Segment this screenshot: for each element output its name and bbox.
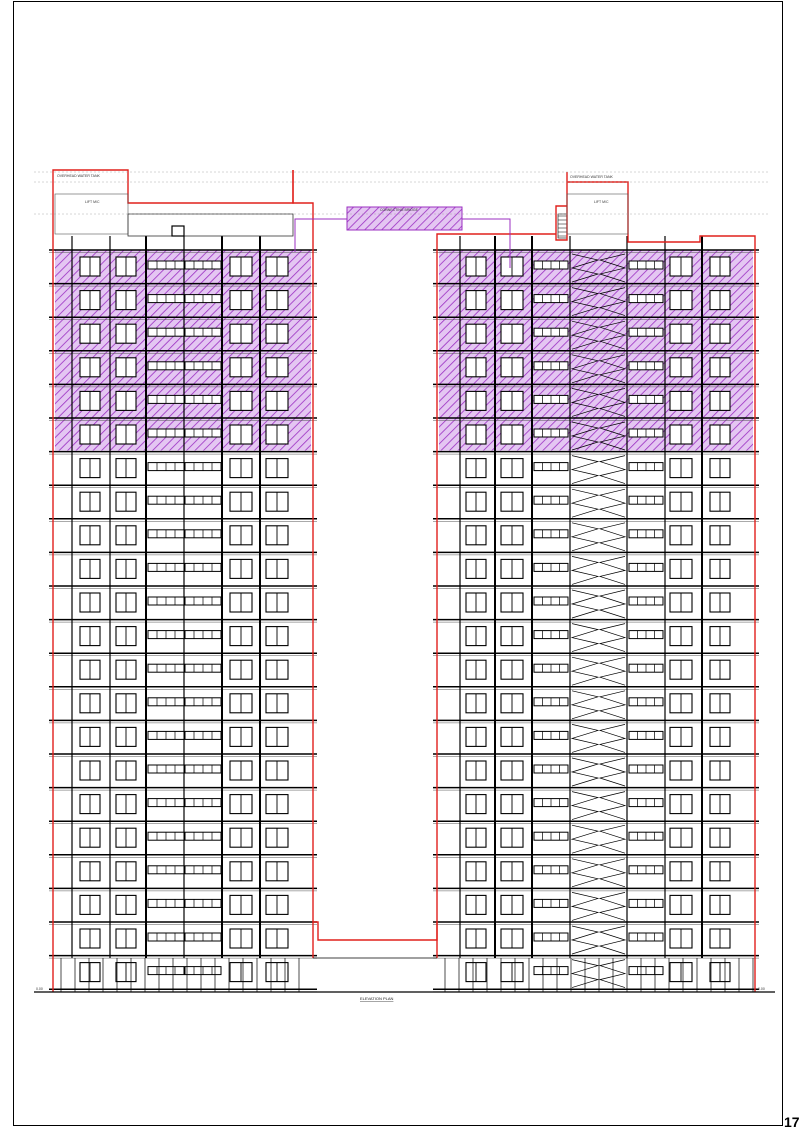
bridge-link-right	[462, 218, 511, 268]
drawing-title: ELEVATION PLAN	[360, 996, 394, 1001]
left-roof-label: OVERHEAD WATER TANK	[57, 174, 101, 178]
stair-flight	[598, 388, 627, 417]
stair-flight	[570, 421, 600, 451]
stair-flight	[570, 488, 600, 518]
bridge-link-left	[294, 218, 347, 252]
stair-flight	[598, 656, 627, 686]
stair-flight	[598, 925, 627, 955]
stair-flight	[598, 824, 627, 854]
stair-flight	[570, 589, 600, 619]
roof-door	[171, 225, 185, 237]
stair-flight	[598, 791, 627, 820]
right-lift-label: LIFT M/C	[594, 200, 609, 204]
stair-flight	[598, 455, 627, 484]
sheet-border	[13, 1, 783, 1126]
stair-flight	[598, 959, 627, 988]
stair-flight	[570, 791, 600, 820]
stair-flight	[598, 690, 627, 720]
stair-flight	[570, 556, 600, 585]
left-tower-side-outline	[292, 170, 314, 958]
stair-flight	[570, 388, 600, 417]
stair-flight	[598, 522, 627, 552]
stair-flight	[598, 892, 627, 921]
roof-structures	[34, 169, 775, 993]
stair-flight	[598, 623, 627, 652]
right-roof-label: OVERHEAD WATER TANK	[570, 175, 614, 179]
right-tower	[433, 236, 759, 992]
stair-flight	[598, 757, 627, 787]
ground-marker-right: 0.00	[758, 987, 765, 991]
stair-flight	[570, 959, 600, 988]
stair-flight	[570, 354, 600, 384]
stair-flight	[598, 421, 627, 451]
stair-flight	[570, 656, 600, 686]
stair-flight	[570, 623, 600, 652]
stair-flight	[570, 690, 600, 720]
stair-flight	[598, 287, 627, 316]
stair-flight	[570, 455, 600, 484]
stair-flight	[598, 724, 627, 753]
stair-flight	[570, 724, 600, 753]
page-number: 17	[784, 1114, 800, 1130]
stair-flight	[570, 892, 600, 921]
stair-flight	[598, 320, 627, 350]
left-tower	[49, 236, 317, 992]
stair-flight	[570, 757, 600, 787]
podium-link	[313, 921, 438, 941]
stair-flight	[570, 253, 600, 283]
staircase-core	[557, 213, 627, 988]
roof-stair	[557, 213, 568, 239]
stair-flight	[570, 858, 600, 888]
stair-flight	[570, 522, 600, 552]
stair-flight	[598, 253, 627, 283]
right-tower-left-outline	[436, 233, 495, 958]
stair-flight	[598, 354, 627, 384]
stair-flight	[598, 556, 627, 585]
stair-flight	[570, 925, 600, 955]
stair-flight	[598, 488, 627, 518]
stair-flight	[570, 320, 600, 350]
ground-marker-left: 0.00	[36, 987, 43, 991]
right-roof-outline	[555, 172, 568, 241]
stair-flight	[598, 589, 627, 619]
stair-flight	[570, 287, 600, 316]
left-roof-box	[127, 213, 294, 237]
bridge-label: CONNECTING BRIDGE	[380, 208, 419, 212]
left-lift-label: LIFT M/C	[85, 200, 100, 204]
stair-flight	[598, 858, 627, 888]
stair-flight	[570, 824, 600, 854]
